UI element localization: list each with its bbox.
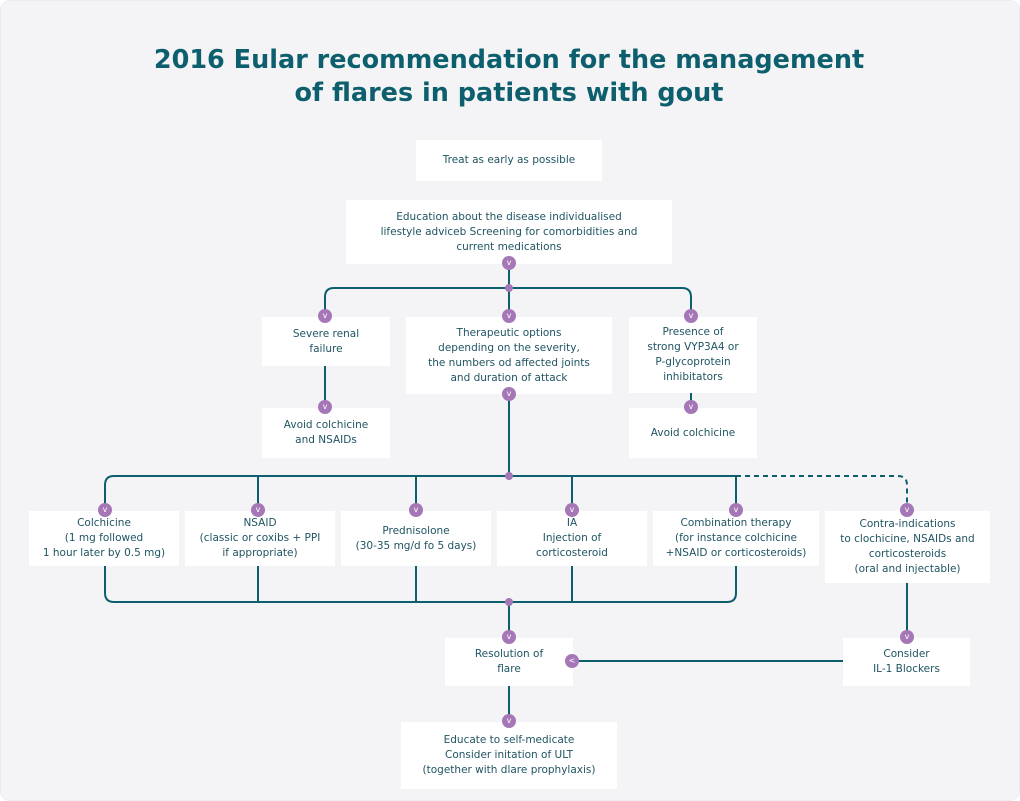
- node-text-line: (for instance colchicine: [675, 532, 797, 544]
- node-text-line: Treat as early as possible: [442, 154, 576, 166]
- node-text-line: inhibitators: [663, 371, 723, 383]
- junction-dot: [505, 472, 513, 480]
- node-text-line: Presence of: [662, 326, 724, 338]
- node-text-line: Avoid colchicine: [650, 426, 736, 439]
- arrow-left-icon: <: [565, 654, 579, 668]
- arrow-down-icon: v: [98, 503, 112, 517]
- node-ia: IA Injection of corticosteroid: [497, 511, 647, 566]
- node-text-line: and duration of attack: [450, 371, 568, 384]
- arrow-down-icon: v: [684, 309, 698, 323]
- arrow-down-icon: v: [502, 387, 516, 401]
- arrow-down-icon: v: [409, 503, 423, 517]
- node-combination: Combination therapy (for instance colchic…: [653, 511, 819, 566]
- node-text-line: (30-35 mg/d fo 5 days): [355, 539, 477, 552]
- arrow-down-icon: v: [318, 309, 332, 323]
- node-text-line: (1 mg followed: [64, 532, 144, 544]
- node-text-line: Colchicine: [77, 517, 131, 529]
- arrow-down-icon: v: [251, 503, 265, 517]
- node-contra: Contra-indications to clochicine, NSAIDs …: [825, 511, 990, 583]
- node-text-line: IA: [566, 517, 578, 529]
- node-text-line: Educate to self-medicate: [443, 734, 575, 746]
- title-line-2: of flares in patients with gout: [294, 78, 724, 108]
- arrow-down-icon: v: [565, 503, 579, 517]
- node-presence: Presence of strong VYP3A4 or P-glycoprotei…: [629, 317, 757, 393]
- node-text-line: current medications: [456, 240, 562, 253]
- node-renal: Severe renal failure: [262, 317, 390, 366]
- node-text-line: IL-1 Blockers: [873, 663, 940, 675]
- arrow-down-icon: v: [502, 256, 516, 270]
- node-text-line: (classic or coxibs + PPI: [199, 532, 321, 544]
- node-nsaid: NSAID (classic or coxibs + PPI if appropri…: [185, 511, 335, 566]
- node-prednisolone: Prednisolone (30-35 mg/d fo 5 days): [341, 511, 491, 566]
- arrow-down-icon: v: [318, 400, 332, 414]
- node-text-line: if appropriate): [222, 547, 298, 559]
- node-colchicine: Colchicine (1 mg followed 1 hour later by …: [29, 511, 179, 566]
- node-text-line: and NSAIDs: [295, 434, 357, 446]
- node-text-line: Prednisolone: [382, 524, 450, 537]
- node-resolution: Resolution of flare: [445, 638, 573, 686]
- node-text-line: Severe renal: [292, 327, 360, 340]
- node-text-line: Contra-indications: [859, 518, 956, 530]
- junction-dot: [505, 284, 513, 292]
- arrow-down-icon: v: [502, 714, 516, 728]
- arrow-down-icon: v: [502, 630, 516, 644]
- node-text-line: Consider initation of ULT: [444, 749, 574, 761]
- node-therapeutic: Therapeutic options depending on the seve…: [406, 317, 612, 394]
- title-line-1: 2016 Eular recommendation for the manage…: [153, 45, 865, 75]
- node-text-line: NSAID: [243, 517, 277, 529]
- node-text-line: flare: [497, 663, 521, 675]
- node-text-line: Therapeutic options: [456, 326, 562, 339]
- node-text-line: P-glycoprotein: [655, 356, 731, 368]
- node-avoid-colch: Avoid colchicine: [629, 408, 757, 458]
- arrow-down-icon: v: [900, 503, 914, 517]
- node-avoid-colch-nsaid: Avoid colchicine and NSAIDs: [262, 408, 390, 458]
- edge-mid-branch-dashed: [736, 475, 908, 510]
- node-text-line: to clochicine, NSAIDs and: [840, 533, 975, 545]
- node-text-line: +NSAID or corticosteroids): [665, 547, 807, 559]
- arrow-down-icon: v: [684, 400, 698, 414]
- edge-merge-bottom: [104, 566, 737, 603]
- junction-dot: [505, 598, 513, 606]
- node-text-line: Consider: [883, 648, 930, 660]
- node-text-line: depending on the severity,: [438, 341, 580, 354]
- node-text-line: (oral and injectable): [854, 563, 961, 575]
- node-text-line: lifestyle adviceb Screening for comorbid…: [380, 225, 638, 238]
- node-text-line: the numbers od affected joints: [428, 356, 590, 369]
- node-text-line: failure: [309, 342, 343, 355]
- node-text-line: strong VYP3A4 or: [647, 341, 739, 353]
- node-text-line: Avoid colchicine: [283, 419, 369, 431]
- diagram-title: 2016 Eular recommendation for the manage…: [0, 44, 1018, 110]
- node-text-line: Education about the disease individualis…: [396, 210, 622, 223]
- node-text-line: corticosteroids: [868, 548, 947, 560]
- node-text-line: Combination therapy: [680, 517, 792, 529]
- edge-mid-branch: [104, 475, 736, 510]
- node-treat-early: Treat as early as possible: [416, 140, 602, 181]
- node-text-line: corticosteroid: [536, 547, 608, 559]
- node-text-line: Resolution of: [474, 648, 544, 660]
- arrow-down-icon: v: [900, 630, 914, 644]
- node-text-line: Injection of: [542, 532, 602, 544]
- arrow-down-icon: v: [502, 309, 516, 323]
- arrow-down-icon: v: [729, 503, 743, 517]
- node-text-line: (together with dlare prophylaxis): [422, 764, 596, 776]
- node-text-line: 1 hour later by 0.5 mg): [42, 547, 166, 559]
- node-education: Education about the disease individualis…: [346, 200, 672, 264]
